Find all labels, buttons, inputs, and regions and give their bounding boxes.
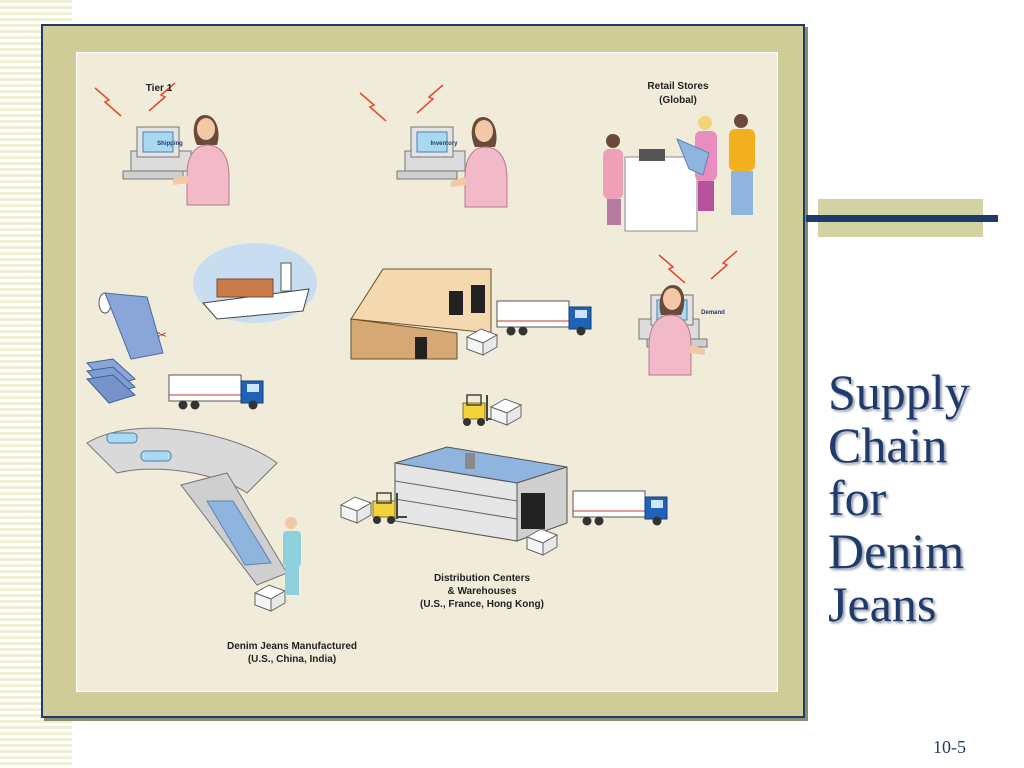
- warehouses-label: & Warehouses: [447, 586, 517, 597]
- retail-store-scene: [603, 114, 755, 232]
- tier1-label: Tier 1: [145, 83, 173, 94]
- truck-icon: [168, 374, 264, 410]
- inventory-screen-label: Inventory: [430, 141, 458, 147]
- truck-icon: [496, 300, 592, 336]
- person-icon: [729, 114, 755, 215]
- box-icon: [466, 328, 498, 356]
- slide-title-line: Jeans: [828, 576, 937, 632]
- ship-icon: [193, 243, 317, 323]
- box-icon: [340, 496, 372, 524]
- fabric-roll-icon: ✂: [98, 292, 167, 360]
- supply-chain-diagram: ✂: [76, 52, 778, 692]
- lightning-icon: [416, 84, 444, 114]
- conveyor-icon: [86, 427, 288, 586]
- retail-stores-label: Retail Stores: [647, 81, 709, 92]
- computer-icon: [396, 126, 466, 180]
- slide-title-line: for: [828, 470, 887, 526]
- retail-stores-region-label: (Global): [659, 95, 697, 106]
- store-counter: [624, 156, 698, 232]
- page-number: 10-5: [933, 737, 966, 757]
- computer-icon: [122, 126, 192, 180]
- manufacturing-label: Denim Jeans Manufactured: [226, 641, 358, 652]
- person-icon: [283, 517, 301, 595]
- distribution-centers-locations-label: (U.S., France, Hong Kong): [420, 599, 544, 610]
- title-accent-line: [806, 215, 998, 222]
- jeans-icon: [676, 138, 710, 176]
- box-icon: [254, 584, 286, 612]
- slide-title-line: Denim: [828, 523, 965, 579]
- truck-icon: [572, 490, 668, 526]
- warehouse-icon: [350, 268, 492, 360]
- lightning-icon: [359, 92, 387, 122]
- cash-register: [639, 149, 665, 161]
- person-icon: [603, 134, 623, 225]
- svg-text:✂: ✂: [157, 328, 167, 342]
- box-icon: [490, 398, 522, 426]
- slide-title: Supply Chain for Denim Jeans: [828, 366, 1018, 631]
- lightning-icon: [710, 250, 738, 280]
- demand-screen-label: Demand: [701, 310, 725, 316]
- distribution-center-icon: [394, 446, 568, 542]
- lightning-icon: [658, 254, 686, 284]
- distribution-centers-label: Distribution Centers: [433, 573, 531, 584]
- lightning-icon: [94, 87, 122, 117]
- manufacturing-locations-label: (U.S., China, India): [247, 654, 337, 665]
- shipping-screen-label: Shipping: [157, 141, 183, 147]
- diagram-artwork: ✂: [85, 82, 755, 612]
- slide-title-line: Chain: [828, 417, 948, 473]
- slide-title-line: Supply: [828, 364, 970, 420]
- denim-stack-icon: [85, 358, 136, 404]
